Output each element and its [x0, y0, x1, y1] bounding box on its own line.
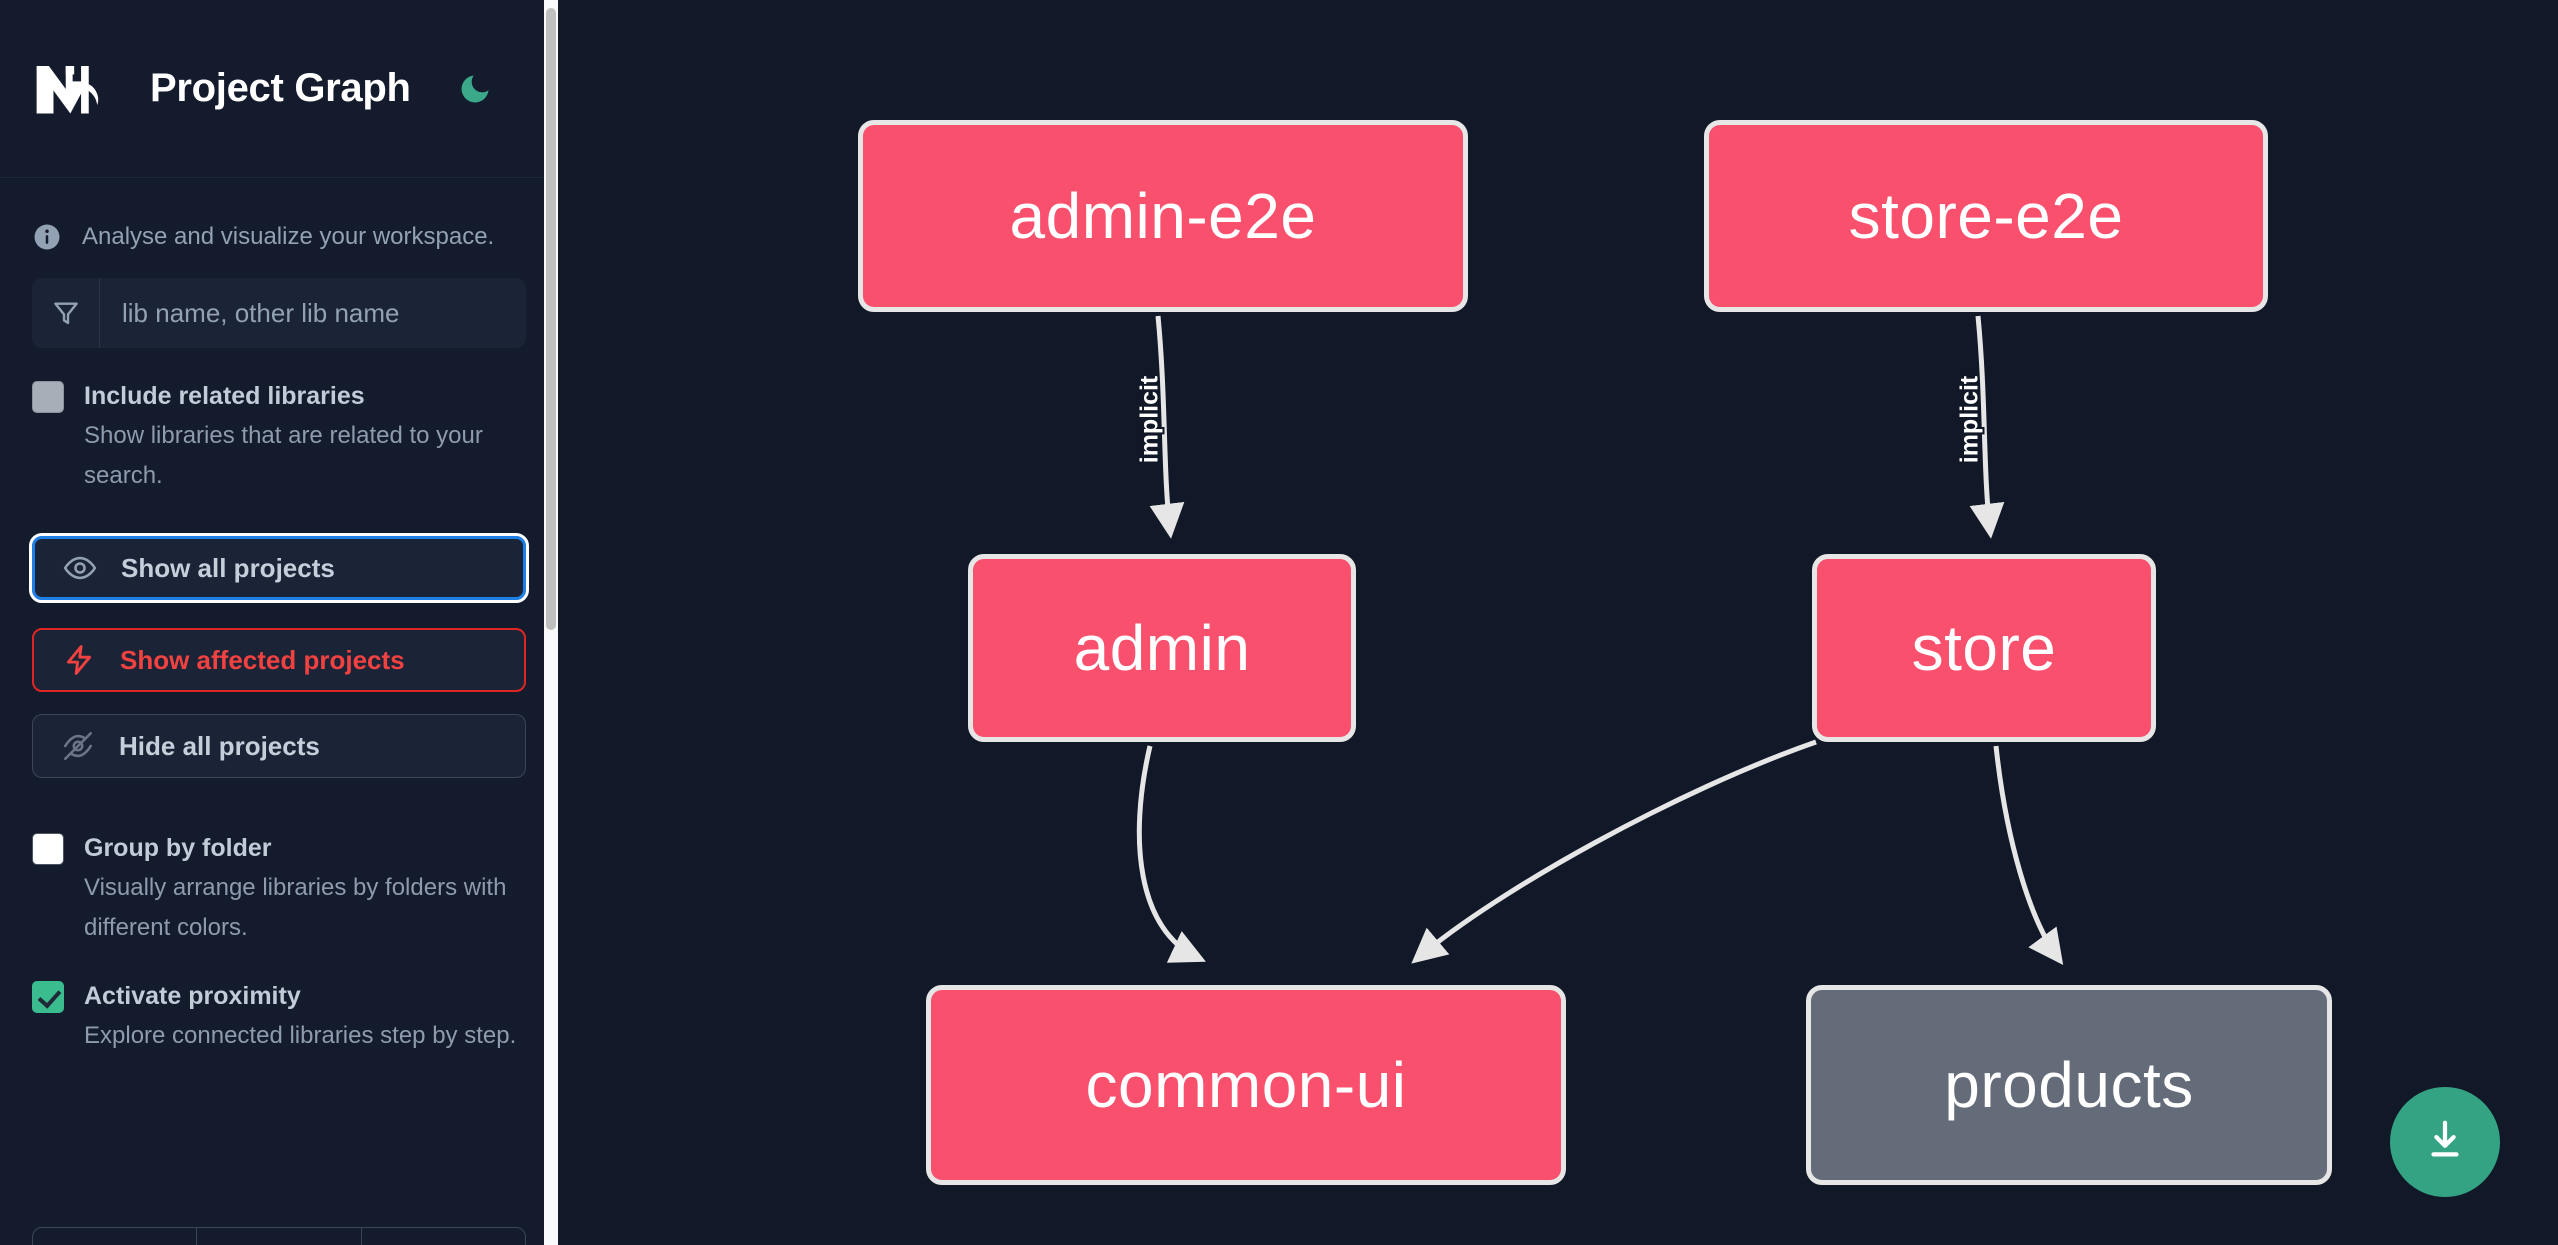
sidebar-scrollbar-thumb[interactable] — [546, 8, 556, 630]
info-icon — [32, 222, 62, 252]
nx-logo-icon — [32, 59, 124, 119]
segment-decrease[interactable] — [33, 1228, 198, 1245]
project-visibility-buttons: Show all projects Show affected projects — [0, 496, 558, 778]
edge-store-e2e-store — [1969, 315, 2005, 539]
segment-value[interactable] — [197, 1228, 362, 1245]
option-description: Explore connected libraries step by step… — [84, 1022, 517, 1049]
sidebar-scrollbar[interactable] — [544, 0, 558, 1245]
hide-all-projects-button[interactable]: Hide all projects — [32, 714, 526, 778]
edge-admin-common-ui — [1136, 745, 1206, 963]
lightning-icon — [60, 641, 98, 679]
download-icon — [2422, 1117, 2468, 1168]
graph-node-label: common-ui — [1085, 1049, 1407, 1121]
option-activate-proximity[interactable]: Activate proximity Explore connected lib… — [0, 948, 558, 1056]
edge-store-products — [1993, 745, 2064, 966]
graph-node-label: store — [1911, 612, 2057, 684]
option-include-related-libraries[interactable]: Include related libraries Show libraries… — [0, 348, 558, 496]
option-texts: Activate proximity Explore connected lib… — [84, 976, 516, 1056]
option-label: Activate proximity — [84, 982, 301, 1010]
show-all-projects-button[interactable]: Show all projects — [29, 533, 529, 603]
workspace-info: Analyse and visualize your workspace. — [0, 178, 558, 264]
option-description: Show libraries that are related to your … — [84, 422, 483, 489]
option-group-by-folder[interactable]: Group by folder Visually arrange librari… — [0, 800, 558, 948]
search-input[interactable] — [100, 278, 526, 348]
option-texts: Include related libraries Show libraries… — [84, 376, 526, 496]
graph-node-admin[interactable]: admin — [968, 554, 1356, 742]
graph-node-label: admin-e2e — [1009, 180, 1317, 252]
option-description: Visually arrange libraries by folders wi… — [84, 874, 507, 941]
sidebar-header: Project Graph — [0, 0, 558, 178]
show-all-projects-label: Show all projects — [121, 552, 335, 583]
filter-icon — [32, 278, 100, 348]
graph-node-label: store-e2e — [1848, 180, 2124, 252]
graph-node-label: admin — [1073, 612, 1251, 684]
edge-store-common-ui — [1411, 739, 1817, 964]
workspace-info-text: Analyse and visualize your workspace. — [82, 223, 495, 250]
hide-all-projects-label: Hide all projects — [119, 730, 320, 761]
page-title: Project Graph — [150, 66, 411, 110]
group-by-folder-checkbox[interactable] — [32, 833, 64, 865]
option-label: Include related libraries — [84, 382, 365, 410]
proximity-segmented-control[interactable] — [32, 1227, 526, 1245]
show-affected-projects-button[interactable]: Show affected projects — [32, 628, 526, 692]
graph-node-store-e2e[interactable]: store-e2e — [1704, 120, 2268, 312]
download-image-button[interactable] — [2390, 1087, 2500, 1197]
sidebar: Project Graph Analyse and visualize your… — [0, 0, 558, 1245]
graph-edges — [1136, 315, 2064, 966]
moon-icon[interactable] — [453, 67, 497, 111]
graph-canvas[interactable]: admin-e2e store-e2e admin store common-u… — [558, 0, 2558, 1245]
option-texts: Group by folder Visually arrange librari… — [84, 828, 526, 948]
graph-node-admin-e2e[interactable]: admin-e2e — [858, 120, 1468, 312]
graph-node-store[interactable]: store — [1812, 554, 2156, 742]
edge-admin-e2e-admin — [1149, 315, 1185, 539]
eye-icon — [61, 549, 99, 587]
activate-proximity-checkbox[interactable] — [32, 981, 64, 1013]
option-label: Group by folder — [84, 834, 272, 862]
include-related-libraries-checkbox[interactable] — [32, 381, 64, 413]
graph-node-common-ui[interactable]: common-ui — [926, 985, 1566, 1185]
search-row — [0, 264, 558, 348]
graph-node-products[interactable]: products — [1806, 985, 2332, 1185]
eye-off-icon — [59, 727, 97, 765]
graph-node-label: products — [1944, 1049, 2194, 1121]
search-box[interactable] — [32, 278, 526, 348]
show-affected-projects-label: Show affected projects — [120, 644, 405, 675]
segment-increase[interactable] — [362, 1228, 525, 1245]
